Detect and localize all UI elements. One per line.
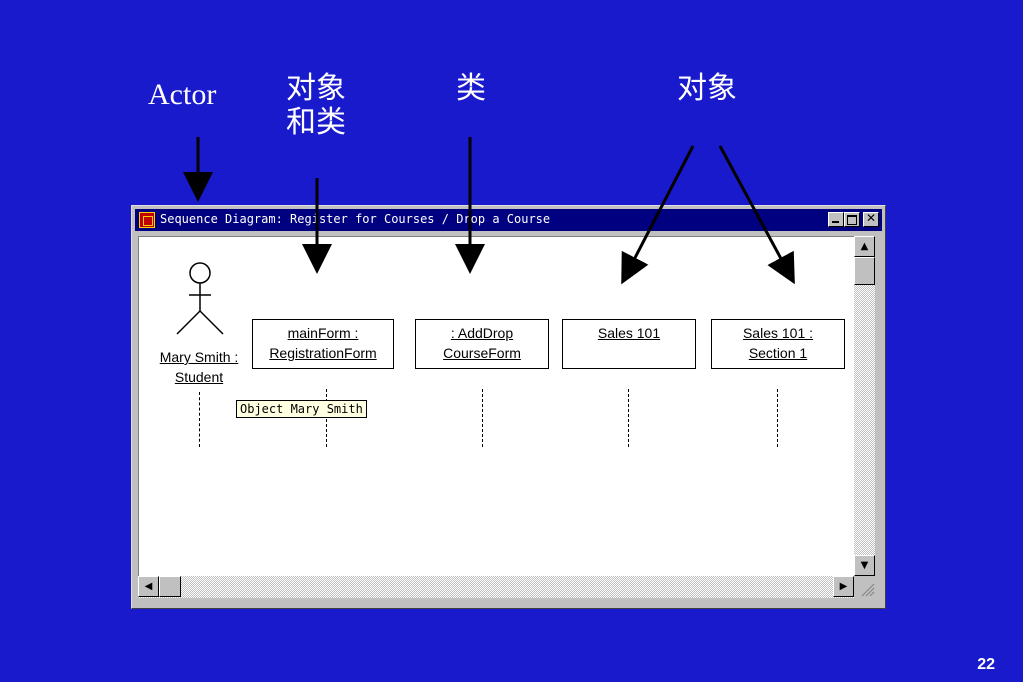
sequence-diagram-window: Sequence Diagram: Register for Courses /… [131,205,886,609]
class-label: 类 [456,72,486,105]
object-sales101-section1[interactable]: Sales 101 : Section 1 [711,319,845,369]
scroll-left-button[interactable]: ◀ [138,576,159,597]
vertical-scrollbar[interactable]: ▲ ▼ [854,236,875,576]
scroll-down-button[interactable]: ▼ [854,555,875,576]
object-sales101[interactable]: Sales 101 [562,319,696,369]
scroll-up-button[interactable]: ▲ [854,236,875,257]
close-button[interactable] [863,211,879,227]
page-number: 22 [977,656,995,673]
mainform-lifeline [326,389,327,447]
resize-grip-icon [861,583,875,597]
sales101-lifeline [628,389,629,447]
actor-label: Actor [148,78,217,111]
window-titlebar[interactable]: Sequence Diagram: Register for Courses /… [135,209,882,231]
object-and-class-line2: 和类 [286,106,346,139]
object-adddrop-courseform[interactable]: : AddDrop CourseForm [415,319,549,369]
scroll-right-button[interactable]: ▶ [833,576,854,597]
adddrop-lifeline [482,389,483,447]
tooltip: Object Mary Smith [236,400,367,418]
app-icon [139,212,155,228]
actor-lifeline [199,392,200,447]
object-and-class-label: 对象 和类 [286,72,346,140]
object-section1-line2: Section 1 [748,345,808,361]
actor-name[interactable]: Mary Smith : Student [147,347,251,387]
actor-figure-icon[interactable] [169,261,229,341]
window-title: Sequence Diagram: Register for Courses /… [160,212,551,226]
section1-lifeline [777,389,778,447]
object-section1-line1: Sales 101 : [742,325,814,341]
horizontal-scrollbar[interactable]: ◀ ▶ [138,576,854,598]
actor-name-line1: Mary Smith : [159,349,239,365]
object-and-class-line1: 对象 [286,72,346,105]
object-label: 对象 [677,72,737,105]
minimize-button[interactable] [828,212,844,227]
horizontal-scroll-thumb[interactable] [159,576,181,597]
object-mainform[interactable]: mainForm : RegistrationForm [252,319,394,369]
resize-grip[interactable] [854,576,875,598]
diagram-canvas[interactable]: Mary Smith : Student mainForm : Registra… [138,236,855,577]
maximize-button[interactable] [844,212,860,227]
object-mainform-line1: mainForm : [287,325,359,341]
object-adddrop-line2: CourseForm [443,345,521,361]
object-adddrop-line1: : AddDrop [450,325,514,341]
object-sales101-line1: Sales 101 [597,325,661,341]
object-mainform-line2: RegistrationForm [269,345,377,361]
actor-name-line2: Student [174,369,224,385]
vertical-scroll-thumb[interactable] [854,257,875,285]
